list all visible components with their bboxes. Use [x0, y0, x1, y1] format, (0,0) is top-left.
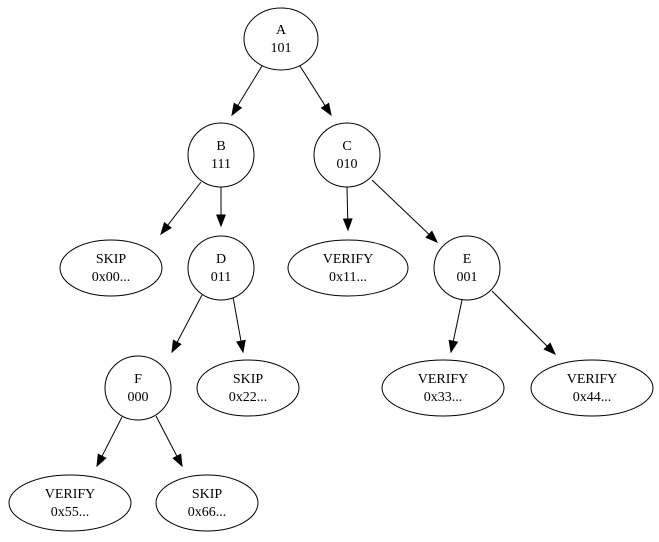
arrowhead-icon [231, 102, 243, 117]
tree-node-verify33[interactable]: VERIFY 0x33... [381, 359, 505, 417]
edge-line [491, 290, 548, 347]
node-label-primary: F [134, 372, 142, 387]
tree-node-f[interactable]: F 000 [104, 355, 172, 421]
node-label-secondary: 0x44... [573, 390, 612, 405]
node-label-primary: D [216, 252, 226, 267]
edge-line [101, 416, 123, 457]
tree-node-verify55[interactable]: VERIFY 0x55... [8, 474, 132, 532]
edge-d-to-skip22 [232, 296, 246, 354]
edge-a-to-b [231, 65, 263, 117]
node-ellipse[interactable] [243, 7, 319, 71]
nodes-layer: A101B111C010SKIP0x00...D011VERIFY0x11...… [8, 7, 654, 532]
node-ellipse[interactable] [433, 235, 501, 301]
edge-f-to-skip66 [155, 415, 183, 468]
node-label-primary: A [276, 23, 287, 38]
edge-line [299, 65, 326, 106]
node-label-secondary: 001 [457, 270, 478, 285]
arrowhead-icon [216, 214, 226, 228]
node-label-secondary: 101 [271, 41, 292, 56]
edge-line [167, 181, 202, 226]
node-label-primary: VERIFY [323, 252, 374, 267]
node-ellipse[interactable] [196, 359, 300, 417]
node-label-secondary: 0x33... [424, 390, 463, 405]
arrowhead-icon [342, 218, 353, 232]
arrowhead-icon [320, 102, 332, 117]
tree-node-d[interactable]: D 011 [187, 235, 255, 301]
node-label-primary: SKIP [96, 252, 127, 267]
node-label-secondary: 111 [211, 157, 231, 172]
arrowhead-icon [543, 342, 556, 355]
node-ellipse[interactable] [530, 359, 654, 417]
node-label-primary: B [216, 139, 225, 154]
node-label-secondary: 000 [128, 390, 149, 405]
edge-e-to-verify44 [491, 290, 556, 355]
edge-e-to-verify33 [448, 299, 463, 354]
tree-node-verify11[interactable]: VERIFY 0x11... [287, 239, 409, 297]
arrowhead-icon [160, 221, 172, 236]
node-label-secondary: 0x22... [229, 390, 268, 405]
node-ellipse[interactable] [287, 239, 409, 297]
edge-d-to-f [171, 294, 203, 354]
tree-node-skip22[interactable]: SKIP 0x22... [196, 359, 300, 417]
edge-line [176, 294, 203, 343]
edge-line [452, 299, 463, 342]
node-label-primary: SKIP [233, 372, 264, 387]
edge-b-to-skip00 [160, 181, 202, 236]
node-ellipse[interactable] [104, 355, 172, 421]
edge-line [155, 415, 178, 457]
node-ellipse[interactable] [313, 122, 381, 188]
arrowhead-icon [425, 230, 439, 243]
edge-f-to-verify55 [96, 416, 123, 468]
node-label-secondary: 0x55... [51, 505, 90, 520]
node-ellipse[interactable] [8, 474, 132, 532]
node-ellipse[interactable] [59, 239, 163, 297]
node-label-primary: C [342, 139, 351, 154]
node-label-primary: E [463, 252, 472, 267]
tree-node-verify44[interactable]: VERIFY 0x44... [530, 359, 654, 417]
node-label-primary: VERIFY [418, 372, 469, 387]
tree-node-skip66[interactable]: SKIP 0x66... [155, 474, 259, 532]
node-label-secondary: 010 [337, 157, 358, 172]
tree-node-b[interactable]: B 111 [187, 122, 255, 188]
edges-layer [96, 65, 556, 468]
node-label-primary: SKIP [192, 487, 223, 502]
tree-node-skip00[interactable]: SKIP 0x00... [59, 239, 163, 297]
arrowhead-icon [448, 339, 459, 354]
edge-line [346, 186, 349, 220]
node-label-primary: VERIFY [45, 487, 96, 502]
node-label-secondary: 011 [211, 270, 231, 285]
node-label-secondary: 0x11... [329, 270, 367, 285]
node-ellipse[interactable] [155, 474, 259, 532]
edge-line [237, 65, 263, 106]
node-label-primary: VERIFY [567, 372, 618, 387]
arrowhead-icon [96, 453, 107, 468]
arrowhead-icon [236, 339, 246, 354]
edge-line [371, 179, 430, 235]
tree-node-e[interactable]: E 001 [433, 235, 501, 301]
edge-line [232, 296, 242, 342]
tree-node-a[interactable]: A 101 [243, 7, 319, 71]
arrowhead-icon [172, 453, 183, 468]
node-ellipse[interactable] [187, 122, 255, 188]
edge-c-to-e [371, 179, 439, 243]
edge-c-to-verify11 [342, 186, 353, 232]
node-label-secondary: 0x00... [92, 270, 131, 285]
edge-a-to-c [299, 65, 332, 117]
node-ellipse[interactable] [381, 359, 505, 417]
node-ellipse[interactable] [187, 235, 255, 301]
arrowhead-icon [171, 339, 182, 354]
edge-b-to-d [216, 187, 226, 228]
node-label-secondary: 0x66... [188, 505, 227, 520]
tree-node-c[interactable]: C 010 [313, 122, 381, 188]
